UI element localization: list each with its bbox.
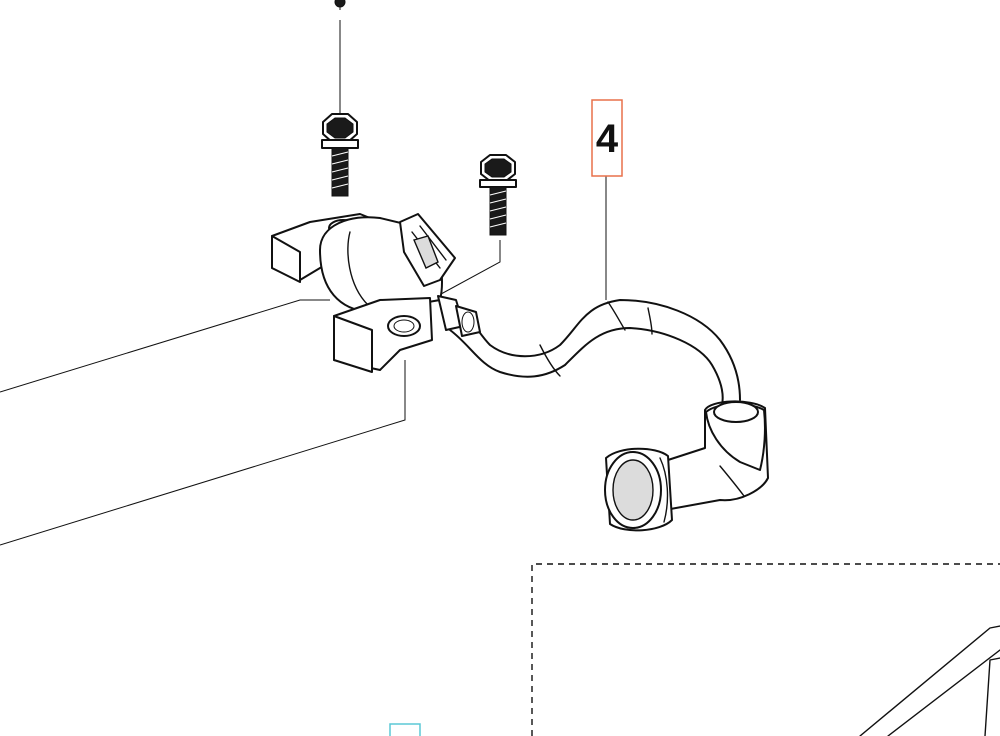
spark-plug-lead (437, 295, 741, 406)
projection-lines (0, 240, 501, 546)
partial-part-bottom-right (859, 625, 1000, 736)
callout-4-box (591, 99, 623, 177)
callout-4: 4 (591, 99, 623, 300)
callout-4-label: 4 (596, 117, 619, 161)
assembly-boundary-dashed (531, 563, 1000, 736)
ignition-module (271, 213, 456, 373)
highlight-box-bottom (389, 723, 421, 736)
bolt-left (321, 113, 359, 197)
top-leader-line (334, 0, 346, 120)
bolt-right (479, 154, 517, 236)
spark-plug-cap (604, 400, 769, 532)
